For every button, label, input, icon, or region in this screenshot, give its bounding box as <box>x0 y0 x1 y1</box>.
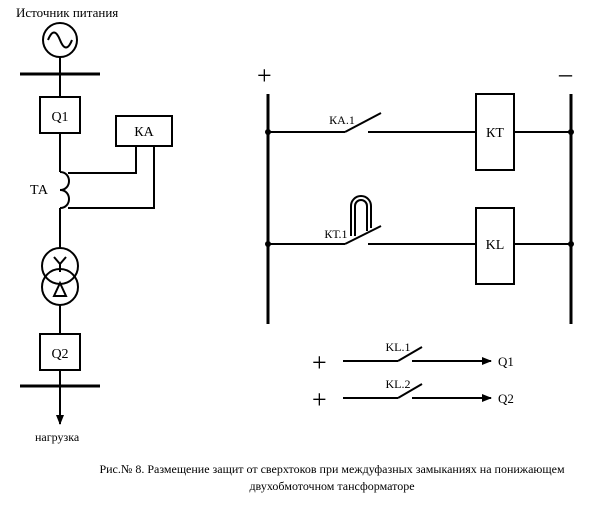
current-transformer-coil <box>59 171 70 209</box>
ka1-contact <box>344 112 382 133</box>
out-q1-label: Q1 <box>498 354 514 369</box>
ct-secondary-wire-1 <box>68 146 137 174</box>
relay-ka <box>115 115 173 147</box>
power-source-label: Источник питания <box>16 5 118 20</box>
ct-secondary-wire-2 <box>68 146 155 209</box>
ka1-label: КА.1 <box>329 113 355 127</box>
ac-source-icon <box>42 22 78 58</box>
ka-label: КА <box>134 125 154 140</box>
kt1-label: КТ.1 <box>324 227 347 241</box>
plus-main-label: + <box>257 61 272 90</box>
kl2-label: KL.2 <box>386 377 411 391</box>
q2-label: Q2 <box>51 347 68 362</box>
kl1-contact <box>397 346 423 362</box>
transformer-icon <box>41 247 79 306</box>
caption-line-1: Рис.№ 8. Размещение защит от сверхтоков … <box>99 462 564 476</box>
kl1-label: KL.1 <box>386 340 411 354</box>
plus-1-label: + <box>312 348 327 377</box>
kl2-contact <box>397 383 423 399</box>
star-winding-icon <box>53 256 67 272</box>
kt1-contact <box>344 225 382 245</box>
relay-kt <box>475 93 515 171</box>
q1-label: Q1 <box>51 110 68 125</box>
kt-label: КТ <box>486 126 504 141</box>
load-label: нагрузка <box>35 430 80 444</box>
time-delay-icon <box>350 195 372 236</box>
out-q2-label: Q2 <box>498 391 514 406</box>
ta-label: ТА <box>30 183 49 198</box>
relay-kl <box>475 207 515 285</box>
delta-winding-icon <box>52 280 68 297</box>
caption-line-2: двухобмоточном тансформаторе <box>249 479 414 493</box>
plus-2-label: + <box>312 385 327 414</box>
kl-label: KL <box>486 238 505 253</box>
minus-main-label: – <box>558 59 573 88</box>
breaker-q2 <box>39 333 81 371</box>
